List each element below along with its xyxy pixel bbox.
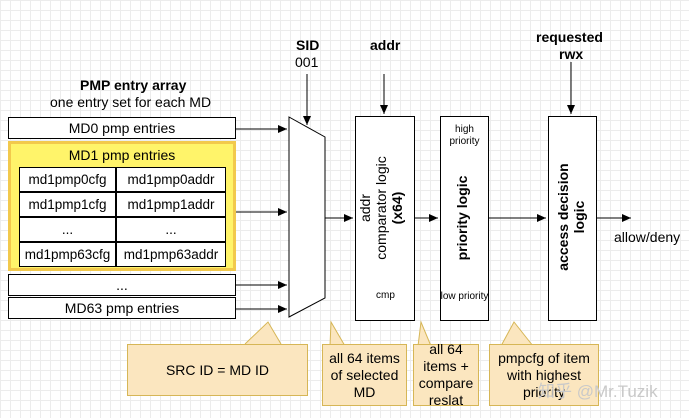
priority-box	[440, 116, 489, 321]
note-selected-md: all 64 items of selected MD	[322, 344, 407, 406]
access-box	[548, 116, 597, 321]
cell-dots-addr: ...	[116, 217, 226, 242]
note-compare-result: all 64 items + compare reslat	[413, 341, 479, 408]
sid-label: SID	[296, 37, 320, 53]
priority-high-label: high priority	[449, 124, 480, 147]
mux-shape	[288, 116, 326, 318]
md1-entries-label: MD1 pmp entries	[68, 147, 176, 163]
array-title: PMP entry array	[80, 77, 187, 93]
note-tail-src	[244, 321, 282, 345]
note-src-id: SRC ID = MD ID	[127, 344, 308, 396]
allow-deny-label: allow/deny	[614, 229, 681, 245]
requested-label: requested	[536, 29, 603, 45]
cell-dots-cfg: ...	[19, 217, 116, 242]
cmp-cloud-label: cmp	[376, 290, 395, 301]
note-tail-selected	[329, 320, 346, 347]
sid-value: 001	[295, 54, 319, 70]
md1-entries-group: MD1 pmp entries md1pmp0cfg md1pmp0addr m…	[8, 141, 236, 271]
cell-md1pmp63cfg: md1pmp63cfg	[19, 242, 116, 267]
cell-md1pmp0addr: md1pmp0addr	[116, 167, 226, 192]
note-tail-pmpcfg	[500, 321, 534, 347]
priority-logic-label: priority logic	[454, 175, 470, 261]
note-pmpcfg: pmpcfg of item with highest priority	[489, 344, 599, 406]
access-label: access decision logic	[555, 163, 587, 271]
priority-low-label: low priority	[440, 291, 489, 302]
note-tail-compare	[417, 320, 432, 347]
comparator-label-line3: (x64)	[389, 191, 405, 225]
array-subtitle: one entry set for each MD	[50, 94, 212, 110]
md0-entries: MD0 pmp entries	[8, 117, 236, 139]
comparator-label: addr comparator logic (x64)	[357, 138, 413, 278]
comparator-label-line1: addr	[357, 193, 373, 223]
cell-md1pmp63addr: md1pmp63addr	[116, 242, 226, 267]
dots-entries: ...	[8, 274, 236, 296]
cell-md1pmp1addr: md1pmp1addr	[116, 192, 226, 217]
cell-md1pmp0cfg: md1pmp0cfg	[19, 167, 116, 192]
comparator-box	[355, 116, 415, 321]
watermark: 知乎 @Mr.Tuzik	[538, 382, 658, 401]
comparator-label-line2: comparator logic	[373, 156, 389, 260]
md63-entries: MD63 pmp entries	[8, 297, 236, 319]
cell-md1pmp1cfg: md1pmp1cfg	[19, 192, 116, 217]
addr-label: addr	[370, 37, 401, 53]
rwx-label: rwx	[559, 46, 584, 62]
